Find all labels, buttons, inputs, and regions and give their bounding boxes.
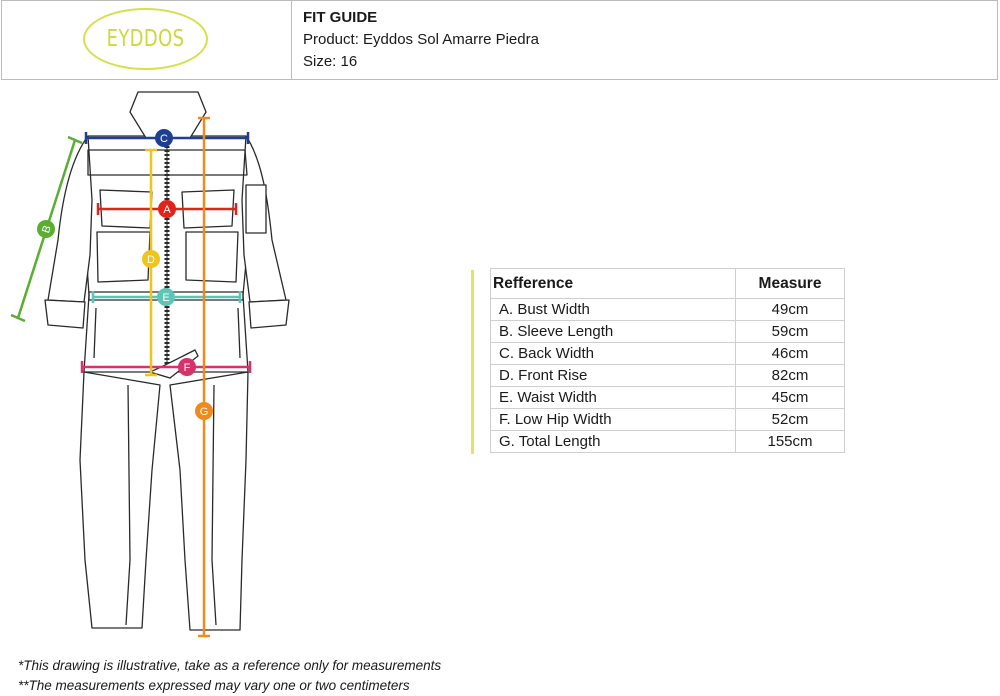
row-reference: E. Waist Width: [490, 386, 736, 409]
marker-e: [157, 288, 175, 306]
header-reference: Refference: [490, 268, 736, 299]
product-name: Product: Eyddos Sol Amarre Piedra: [303, 31, 539, 48]
left-lower-pocket: [96, 231, 151, 283]
right-leg-seam: [211, 384, 217, 626]
marker-e-label: E: [162, 292, 169, 304]
left-cuff: [44, 299, 86, 329]
table-row: F. Low Hip Width 52cm: [490, 408, 845, 431]
marker-a: [158, 200, 176, 218]
row-measure: 82cm: [735, 364, 845, 387]
table-row: A. Bust Width 49cm: [490, 298, 845, 321]
right-leg: [169, 371, 249, 631]
row-measure: 59cm: [735, 320, 845, 343]
row-measure: 52cm: [735, 408, 845, 431]
row-measure: 49cm: [735, 298, 845, 321]
footnote-illustrative: *This drawing is illustrative, take as a…: [18, 658, 442, 673]
marker-a-label: A: [163, 204, 171, 216]
marker-g-label: G: [200, 406, 209, 418]
row-reference: B. Sleeve Length: [490, 320, 736, 343]
header-measure: Measure: [735, 268, 845, 299]
left-hip-pocket: [93, 307, 97, 359]
table-row: D. Front Rise 82cm: [490, 364, 845, 387]
header: EYDDOS FIT GUIDE Product: Eyddos Sol Ama…: [1, 0, 998, 80]
marker-g: [195, 402, 213, 420]
marker-d-label: D: [147, 254, 155, 266]
row-measure: 45cm: [735, 386, 845, 409]
marker-c-label: C: [160, 133, 168, 145]
marker-b-label: B: [40, 224, 54, 235]
table-row: C. Back Width 46cm: [490, 342, 845, 365]
row-reference: A. Bust Width: [490, 298, 736, 321]
belt-tie: [148, 349, 199, 379]
logo-text: EYDDOS: [106, 26, 185, 52]
left-leg: [79, 371, 161, 629]
logo-cell: EYDDOS: [2, 1, 292, 79]
tick-b-top: [67, 135, 83, 145]
marker-c: [155, 129, 173, 147]
table-row: G. Total Length 155cm: [490, 430, 845, 453]
yoke: [87, 149, 248, 176]
marker-f: [178, 358, 196, 376]
marker-b: [37, 220, 55, 238]
row-reference: G. Total Length: [490, 430, 736, 453]
table-row: B. Sleeve Length 59cm: [490, 320, 845, 343]
right-lower-pocket: [185, 231, 239, 283]
brand-logo: EYDDOS: [83, 8, 208, 70]
row-reference: F. Low Hip Width: [490, 408, 736, 431]
product-size: Size: 16: [303, 53, 358, 70]
footnote-variance: **The measurements expressed may vary on…: [18, 678, 410, 693]
left-leg-seam: [125, 384, 131, 626]
footnotes: *This drawing is illustrative, take as a…: [18, 656, 441, 696]
table-row: E. Waist Width 45cm: [490, 386, 845, 409]
right-hip-pocket: [237, 307, 241, 359]
tick-b-bottom: [10, 313, 26, 323]
row-measure: 46cm: [735, 342, 845, 365]
marker-f-label: F: [184, 362, 191, 374]
marker-d: [142, 250, 160, 268]
table-accent-bar: [471, 270, 474, 454]
table-header-row: Refference Measure: [490, 268, 845, 299]
row-measure: 155cm: [735, 430, 845, 453]
waist-band: [88, 291, 244, 301]
jumpsuit-drawing: C A D E F G B: [10, 91, 290, 638]
left-sleeve: [47, 135, 93, 303]
page-title: FIT GUIDE: [303, 9, 378, 26]
row-reference: C. Back Width: [490, 342, 736, 365]
measurement-table: Refference Measure A. Bust Width 49cm B.…: [490, 268, 845, 453]
row-reference: D. Front Rise: [490, 364, 736, 387]
sleeve-pocket: [245, 184, 267, 234]
right-cuff: [248, 299, 290, 329]
product-info: FIT GUIDE Product: Eyddos Sol Amarre Pie…: [303, 7, 539, 73]
